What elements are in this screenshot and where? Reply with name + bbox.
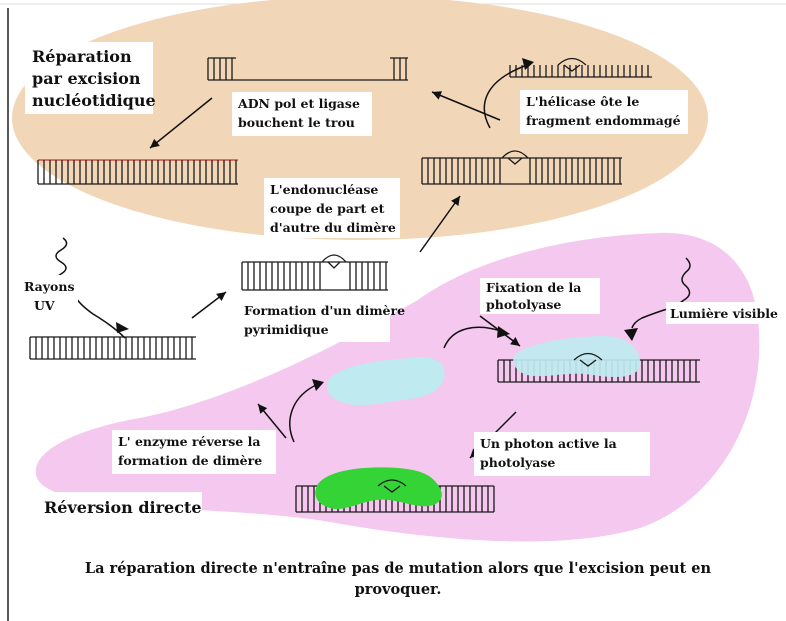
- arrow-to-repaired-head: [150, 138, 160, 148]
- arrow-to-photolyase-binding-head: [510, 337, 520, 346]
- dna-ladder-damaged: [29, 336, 196, 360]
- photolyase-binding-curved-arrow: [443, 326, 505, 349]
- uv-label-line-1: Rayons: [24, 279, 75, 294]
- visible-light-label: Lumière visible: [670, 306, 778, 321]
- caption-line-1: La réparation directe n'entraîne pas de …: [85, 560, 712, 577]
- direct-title: Réversion directe: [44, 498, 202, 517]
- enzyme-reverse-label-box: [112, 430, 276, 474]
- photon-label-line-2: photolyase: [480, 455, 555, 470]
- direct-title-box: [36, 492, 202, 522]
- photolyase-binding-curved-arrowhead: [497, 326, 510, 338]
- caption-line-2: provoquer.: [355, 581, 442, 598]
- photolyase-binding-label-line-2: photolyase: [486, 297, 561, 312]
- helicase-label-line-1: L'hélicase ôte le: [526, 94, 639, 109]
- excision-title-box: [25, 42, 153, 114]
- endonuclease-label-line-3: d'autre du dimère: [270, 220, 396, 235]
- enzyme-reverse-label-line-1: L' enzyme réverse la: [118, 434, 260, 449]
- arrow-helicase-to-gap-head: [432, 91, 443, 100]
- photolyase-binding-label-box: [480, 278, 600, 314]
- arrow-to-repaired: [149, 97, 213, 149]
- visible-light-arrowhead: [624, 328, 638, 341]
- arrow-helicase-to-gap: [431, 91, 501, 121]
- dimer-bump-endonuclease: [501, 150, 529, 165]
- polymerase-label-line-1: ADN pol et ligase: [237, 96, 360, 111]
- photon-label-line-1: Un photon active la: [480, 436, 617, 451]
- dna-ladder-repaired: [37, 159, 238, 185]
- dna-ladder-dimer: [241, 261, 388, 291]
- visible-light-ray-icon: [631, 257, 691, 329]
- photolyase-active: [315, 467, 442, 509]
- arrow-enzyme-release-head: [258, 404, 268, 414]
- uv-label-box: [20, 275, 78, 315]
- excised-fragment: [509, 65, 652, 78]
- arrow-to-endonuclease-head: [451, 196, 460, 206]
- enzyme-release-curved-arrowhead: [312, 379, 324, 391]
- dimer-label-box: [238, 298, 390, 342]
- excised-fragment-bump: [557, 57, 587, 72]
- dna-ladder-gap: [207, 57, 408, 81]
- uv-ray-arrowhead: [116, 322, 129, 333]
- photon-label-box: [474, 432, 650, 476]
- excision-title-line-3: nucléotidique: [32, 91, 156, 110]
- arrow-to-dimer-head: [216, 292, 226, 302]
- dimer-label-line-2: pyrimidique: [244, 322, 329, 337]
- endonuclease-label-line-1: L'endonucléase: [270, 182, 378, 197]
- dimer-bump: [321, 254, 347, 269]
- photolyase-bound: [513, 336, 641, 377]
- arrow-to-endonuclease: [419, 195, 461, 253]
- polymerase-label-line-2: bouchent le trou: [238, 115, 355, 130]
- photolyase-free: [326, 356, 445, 406]
- visible-light-label-box: [666, 302, 784, 324]
- polymerase-label-box: [232, 92, 372, 136]
- excision-title-line-1: Réparation: [32, 47, 132, 66]
- uv-label-line-2: UV: [34, 298, 55, 313]
- helicase-curved-arrowhead: [522, 58, 534, 70]
- helicase-curved-arrow: [483, 63, 531, 129]
- endonuclease-label-line-2: coupe de part et: [270, 201, 385, 216]
- enzyme-reverse-label-line-2: formation de dimère: [118, 453, 262, 468]
- helicase-label-line-2: fragment endommagé: [526, 113, 681, 128]
- excision-title-line-2: par excision: [32, 69, 141, 88]
- photolyase-binding-label-line-1: Fixation de la: [486, 280, 581, 295]
- dimer-label-line-1: Formation d'un dimère: [244, 303, 405, 318]
- endonuclease-label-box: [264, 178, 400, 238]
- enzyme-release-curved-arrow: [289, 383, 319, 443]
- helicase-label-box: [520, 90, 688, 134]
- dimer-under-photolyase: [377, 352, 603, 493]
